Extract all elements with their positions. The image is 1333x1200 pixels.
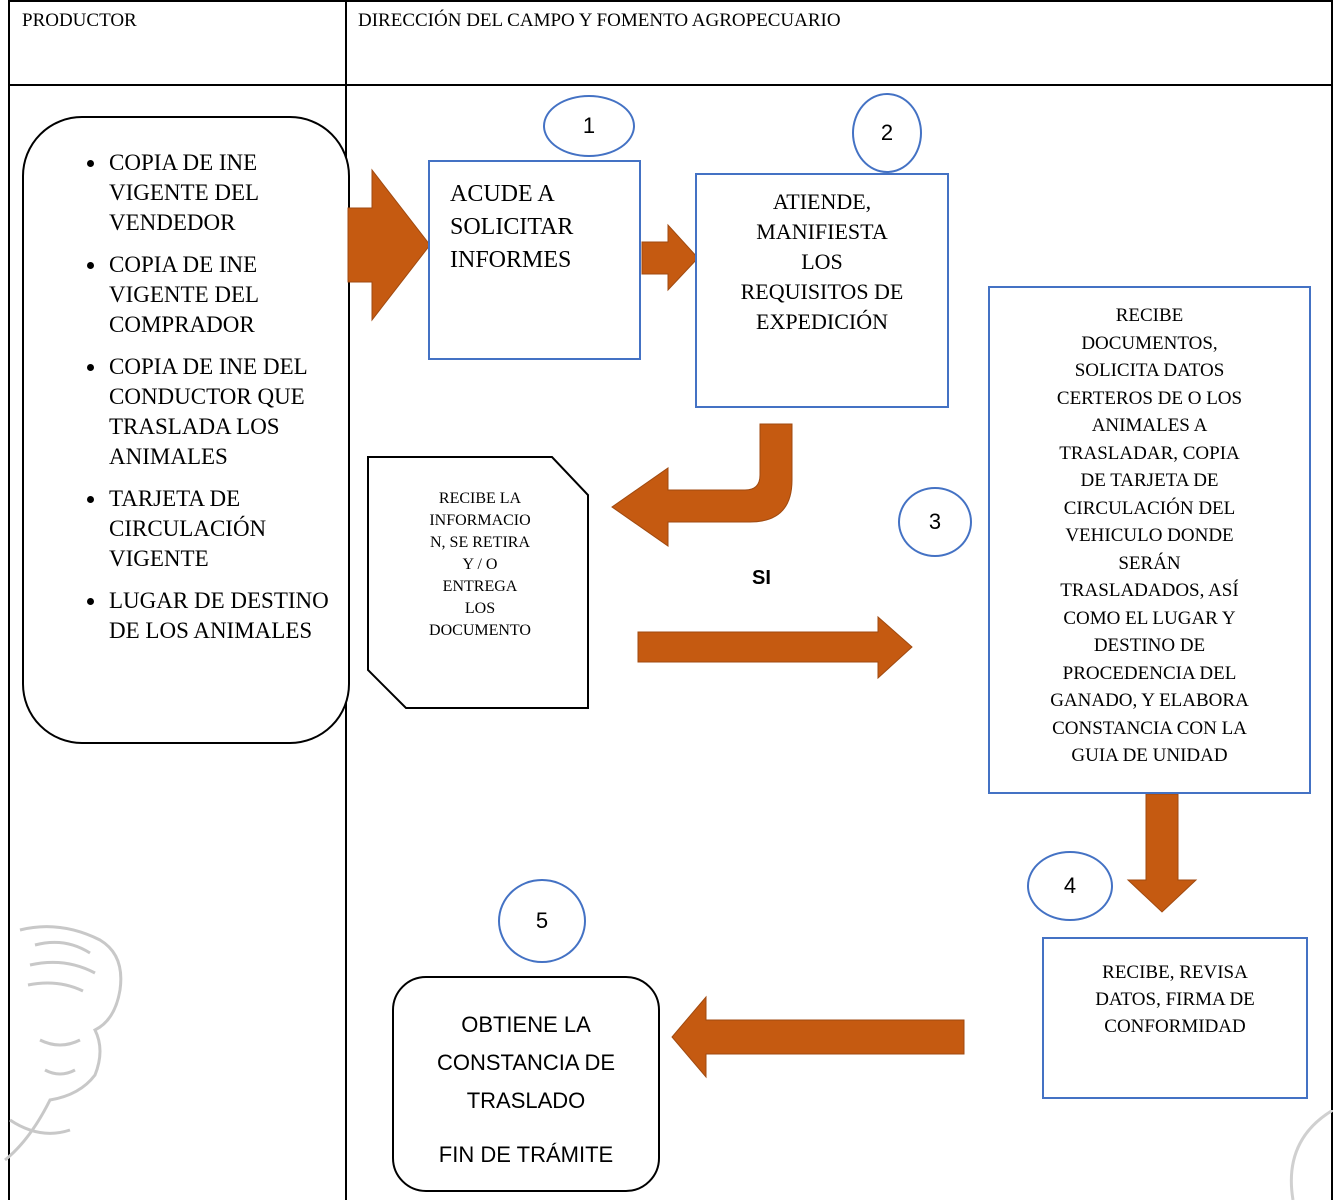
step2-line: ATIENDE, <box>772 189 872 214</box>
step3-line: SOLICITA DATOS <box>1074 360 1225 381</box>
step2-box: ATIENDE, MANIFIESTA LOS REQUISITOS DE EX… <box>695 173 949 408</box>
step3-line: RECIBE <box>1115 305 1184 326</box>
step3-line: TRASLADAR, COPIA <box>1059 442 1240 464</box>
step3-line: CONSTANCIA CON LA <box>1052 717 1247 739</box>
step1-line: ACUDE A <box>450 181 555 207</box>
arrow-doc-to-step3-icon <box>637 615 913 680</box>
step-number-2: 2 <box>852 93 922 173</box>
step2-line: EXPEDICIÓN <box>756 309 888 334</box>
doc-line: Y / O <box>462 556 498 573</box>
step3-box: RECIBE DOCUMENTOS, SOLICITA DATOS CERTER… <box>988 286 1311 794</box>
step4-box: RECIBE, REVISA DATOS, FIRMA DE CONFORMID… <box>1042 937 1308 1099</box>
step3-line: GANADO, Y ELABORA <box>1050 690 1249 711</box>
table-frame <box>8 0 1333 1200</box>
step3-line: VEHICULO DONDE <box>1065 525 1234 546</box>
requirement-item: COPIA DE INE DEL CONDUCTOR QUE TRASLADA … <box>107 352 332 472</box>
arrow-step2-to-doc-icon <box>611 423 793 547</box>
step3-line: DOCUMENTOS, <box>1081 332 1218 354</box>
doc-line: INFORMACIO <box>429 512 531 529</box>
step3-line: GUIA DE UNIDAD <box>1071 745 1228 766</box>
header-divider <box>8 84 1333 86</box>
step5-line: OBTIENE LA <box>461 1012 591 1037</box>
step-number-4: 4 <box>1027 851 1113 921</box>
step-number-1: 1 <box>543 95 635 157</box>
step3-line: ANIMALES A <box>1091 415 1208 436</box>
step5-line: CONSTANCIA DE <box>436 1050 616 1075</box>
document-text: RECIBE LA INFORMACIO N, SE RETIRA Y / O … <box>400 488 560 642</box>
step3-line: SERÁN <box>1118 552 1181 574</box>
step1-line: SOLICITAR <box>450 214 574 240</box>
arrow-step4-to-step5-icon <box>671 995 965 1079</box>
step-number-3: 3 <box>898 487 972 557</box>
requirement-item: COPIA DE INE VIGENTE DEL VENDEDOR <box>107 148 332 238</box>
requirement-item: LUGAR DE DESTINO DE LOS ANIMALES <box>107 586 332 646</box>
step1-box: ACUDE A SOLICITAR INFORMES <box>428 160 641 360</box>
requirement-item: COPIA DE INE VIGENTE DEL COMPRADOR <box>107 250 332 340</box>
step4-line: RECIBE, REVISA <box>1102 962 1248 983</box>
requirements-box <box>22 116 350 744</box>
step3-line: DE TARJETA DE <box>1080 470 1219 491</box>
lane-header-direccion: DIRECCIÓN DEL CAMPO Y FOMENTO AGROPECUAR… <box>358 10 841 31</box>
requirements-list: COPIA DE INE VIGENTE DEL VENDEDOR COPIA … <box>22 148 332 658</box>
step3-line: CIRCULACIÓN DEL <box>1063 497 1236 519</box>
step4-line: CONFORMIDAD <box>1104 1016 1246 1037</box>
doc-line: LOS <box>464 600 496 617</box>
step5-line: TRASLADO <box>466 1088 586 1113</box>
step-number-5: 5 <box>498 879 586 963</box>
arrow-to-step1-icon <box>347 168 431 322</box>
step1-line: INFORMES <box>450 247 572 273</box>
step3-line: TRASLADADOS, ASÍ <box>1060 580 1239 601</box>
lane-header-productor: PRODUCTOR <box>22 10 137 31</box>
end-label: FIN DE TRÁMITE <box>438 1142 614 1167</box>
step2-line: LOS <box>801 249 843 274</box>
watermark-corner-icon <box>1289 1110 1333 1200</box>
step3-line: COMO EL LUGAR Y <box>1063 607 1236 629</box>
arrow-step3-to-step4-icon <box>1126 793 1198 913</box>
doc-line: N, SE RETIRA <box>430 534 530 551</box>
requirement-item: TARJETA DE CIRCULACIÓN VIGENTE <box>107 484 332 574</box>
step5-box: OBTIENE LA CONSTANCIA DE TRASLADO FIN DE… <box>392 976 660 1192</box>
step3-line: DESTINO DE <box>1093 635 1206 656</box>
arrow-step1-to-step2-icon <box>641 223 699 292</box>
doc-line: DOCUMENTO <box>429 622 531 639</box>
step2-line: REQUISITOS DE <box>740 279 904 304</box>
step3-line: PROCEDENCIA DEL <box>1062 662 1237 684</box>
document-shape <box>367 456 589 709</box>
doc-line: ENTREGA <box>442 578 518 595</box>
step4-line: DATOS, FIRMA DE <box>1095 989 1255 1010</box>
watermark-mascot-icon <box>4 925 123 1162</box>
si-label: SI <box>752 567 771 589</box>
doc-line: RECIBE LA <box>438 490 522 507</box>
step2-line: MANIFIESTA <box>756 219 888 244</box>
step3-line: CERTEROS DE O LOS <box>1056 387 1243 409</box>
